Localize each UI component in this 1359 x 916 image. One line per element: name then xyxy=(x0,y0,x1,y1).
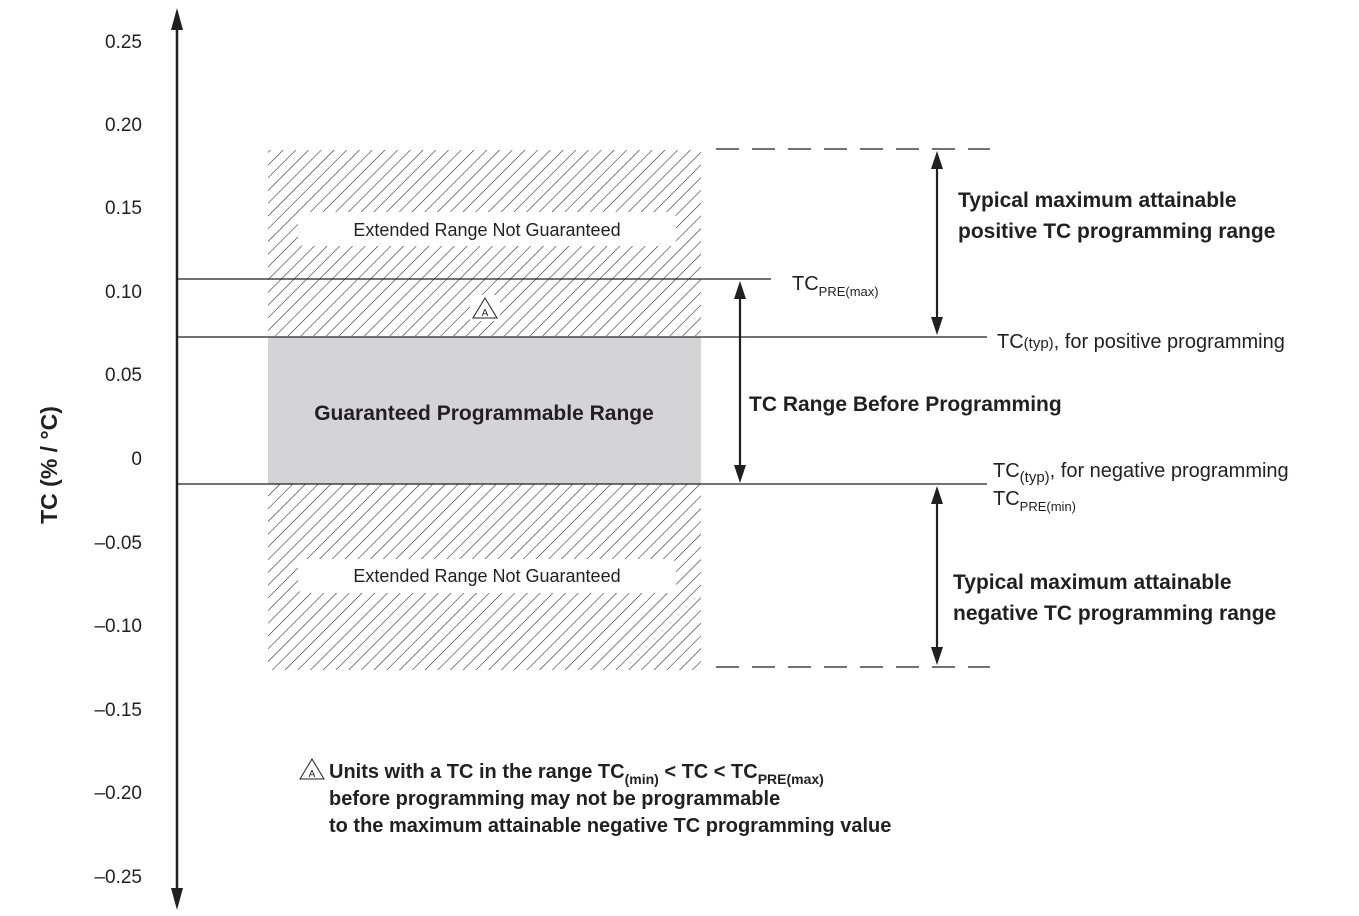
guaranteed-label: Guaranteed Programmable Range xyxy=(314,402,654,425)
axis-arrow-down xyxy=(171,888,183,910)
tc-pre-min-label: TCPRE(min) xyxy=(993,488,1076,514)
tick-label: 0 xyxy=(131,449,142,470)
footnote: A Units with a TC in the range TC(min) <… xyxy=(299,758,891,837)
pos-range-label-line1: Typical maximum attainable xyxy=(958,189,1237,212)
lower-extended-label-box xyxy=(298,559,676,593)
tick-label: –0.10 xyxy=(94,616,142,637)
pos-range-label-line2: positive TC programming range xyxy=(958,220,1275,243)
y-tick-labels: 0.25 0.20 0.15 0.10 0.05 0 –0.05 –0.10 –… xyxy=(94,32,142,888)
note-a-marker: A xyxy=(470,295,500,321)
tc-typ-pos-label: TC(typ), for positive programming xyxy=(997,331,1285,353)
lower-extended-label: Extended Range Not Guaranteed xyxy=(353,566,620,586)
neg-range-label-line2: negative TC programming range xyxy=(953,602,1276,625)
neg-range-label-line1: Typical maximum attainable xyxy=(953,571,1232,594)
axis-arrow-up xyxy=(171,8,183,30)
note-a-letter: A xyxy=(482,308,489,319)
upper-extended-label-box xyxy=(298,212,676,246)
tick-label: 0.25 xyxy=(105,32,142,53)
y-axis xyxy=(171,8,183,910)
tick-label: 0.05 xyxy=(105,365,142,386)
y-axis-title: TC (% / °C) xyxy=(36,406,62,524)
footnote-line3: to the maximum attainable negative TC pr… xyxy=(329,815,891,837)
svg-text:A: A xyxy=(309,769,316,780)
tick-label: –0.20 xyxy=(94,783,142,804)
tick-label: 0.15 xyxy=(105,198,142,219)
guaranteed-region xyxy=(268,337,701,484)
range-before-label: TC Range Before Programming xyxy=(749,393,1062,416)
positive-range-arrow xyxy=(931,151,943,335)
tick-label: –0.15 xyxy=(94,700,142,721)
tick-label: –0.05 xyxy=(94,533,142,554)
tc-typ-neg-label: TC(typ), for negative programming xyxy=(993,460,1289,486)
footnote-a-marker: A xyxy=(299,758,325,780)
footnote-line2: before programming may not be programmab… xyxy=(329,788,780,810)
upper-extended-label: Extended Range Not Guaranteed xyxy=(353,220,620,240)
tick-label: 0.10 xyxy=(105,282,142,303)
range-before-arrow xyxy=(734,281,746,483)
footnote-line1: Units with a TC in the range TC(min) < T… xyxy=(329,761,824,787)
tc-pre-max-label: TCPRE(max) xyxy=(792,273,879,299)
tick-label: –0.25 xyxy=(94,867,142,888)
negative-range-arrow xyxy=(931,486,943,665)
tick-label: 0.20 xyxy=(105,115,142,136)
